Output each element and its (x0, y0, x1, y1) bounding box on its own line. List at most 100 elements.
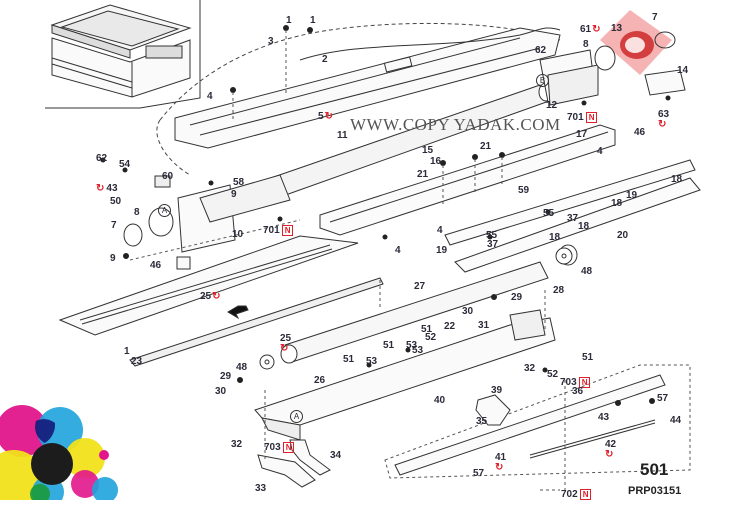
part-callout-10: 10 (232, 229, 244, 240)
part-callout-61: 61↻ (580, 24, 601, 35)
separation-plates (444, 159, 701, 273)
part-callout-9: 9 (231, 189, 237, 200)
replacement-cycle-icon: ↻ (495, 462, 504, 473)
upper-cover (174, 27, 561, 149)
paper-guide (58, 235, 384, 367)
part-callout-29: 29 (220, 371, 232, 382)
part-callout-62: 62 (535, 45, 547, 56)
part-callout-55: 55 (543, 208, 555, 219)
part-callout-62: 62 (96, 153, 108, 164)
part-callout-12: 12 (546, 100, 558, 111)
part-callout-48: 48 (581, 266, 593, 277)
part-callout-17: 17 (576, 129, 588, 140)
part-callout-39: 39 (491, 385, 503, 396)
part-callout-57: 57 (473, 468, 485, 479)
part-callout-27: 27 (414, 281, 426, 292)
part-callout-4: 4 (395, 245, 401, 256)
part-callout-19: 19 (626, 190, 638, 201)
replacement-cycle-icon: ↻ (658, 119, 667, 130)
part-callout-35: 35 (476, 416, 488, 427)
part-callout-52: 52 (547, 369, 559, 380)
part-callout-55: 55 (486, 230, 498, 241)
drive-gear-highlight (594, 10, 686, 96)
part-callout-36: 36 (572, 386, 584, 397)
part-callout-4: 4 (597, 146, 603, 157)
service-mark-icon: N (578, 377, 591, 388)
part-callout-21: 21 (417, 169, 429, 180)
part-callout-14: 14 (677, 65, 689, 76)
leader-lines (129, 30, 566, 491)
part-callout-8: 8 (134, 207, 140, 218)
part-callout-1: 1 (310, 15, 316, 26)
part-callout-51: 51 (421, 324, 433, 335)
service-mark-icon: N (579, 489, 592, 500)
part-callout-28: 28 (553, 285, 565, 296)
part-callout-37: 37 (567, 213, 579, 224)
replacement-cycle-icon: ↻ (280, 343, 289, 354)
part-callout-54: 54 (119, 159, 131, 170)
part-callout-8: 8 (583, 39, 589, 50)
part-callout-1: 1 (286, 15, 292, 26)
part-callout-3: 3 (268, 36, 274, 47)
part-callout-37: 37 (487, 239, 499, 250)
cmyk-logo (0, 405, 118, 505)
part-callout-5: 5↻ (318, 111, 333, 122)
part-callout-23: 23 (131, 356, 143, 367)
left-bracket (123, 174, 291, 270)
lower-frame (254, 309, 556, 441)
page-code: PRP03151 (628, 485, 682, 497)
part-callout-60: 60 (162, 171, 174, 182)
part-callout-7: 7 (652, 12, 658, 23)
part-callout-19: 19 (436, 245, 448, 256)
part-callout-7: 7 (111, 220, 117, 231)
part-callout-44: 44 (670, 415, 682, 426)
replacement-cycle-icon: ↻ (96, 183, 105, 194)
part-callout-41: 41↻ (495, 452, 507, 473)
watermark: WWW.COPY YADAK.COM (350, 115, 561, 134)
part-callout-59: 59 (518, 185, 530, 196)
part-callout-48: 48 (236, 362, 248, 373)
part-callout-51: 51 (582, 352, 594, 363)
part-callout-53: 53 (412, 345, 424, 356)
part-callout-15: 15 (422, 145, 434, 156)
service-mark-icon: N (282, 442, 295, 453)
reference-marker: A (158, 204, 171, 217)
replacement-cycle-icon: ↻ (324, 111, 333, 122)
part-callout-46: 46 (634, 127, 646, 138)
right-bracket (539, 49, 599, 106)
part-callout-29: 29 (511, 292, 523, 303)
part-callout-43: ↻43 (96, 183, 118, 194)
part-callout-20: 20 (617, 230, 629, 241)
service-mark-icon: N (585, 112, 598, 123)
part-callout-34: 34 (330, 450, 342, 461)
screws (100, 25, 671, 406)
part-callout-30: 30 (215, 386, 227, 397)
replacement-cycle-icon: ↻ (212, 291, 221, 302)
replacement-cycle-icon: ↻ (605, 449, 614, 460)
part-callout-16: 16 (430, 156, 442, 167)
copier-thumbnail (45, 0, 201, 109)
part-callout-26: 26 (314, 375, 326, 386)
part-callout-32: 32 (524, 363, 536, 374)
gears (259, 247, 573, 370)
part-callout-57: 57 (657, 393, 669, 404)
part-callout-4: 4 (207, 91, 213, 102)
part-callout-9: 9 (110, 253, 116, 264)
part-callout-21: 21 (480, 141, 492, 152)
part-callout-50: 50 (110, 196, 122, 207)
levers (257, 394, 511, 488)
part-callout-4: 4 (437, 225, 443, 236)
part-callout-63: 63↻ (658, 109, 670, 130)
reference-marker: A (290, 410, 303, 423)
part-callout-51: 51 (343, 354, 355, 365)
part-callout-42: 42↻ (605, 439, 617, 460)
part-callout-25: 25↻ (200, 291, 221, 302)
part-callout-40: 40 (434, 395, 446, 406)
